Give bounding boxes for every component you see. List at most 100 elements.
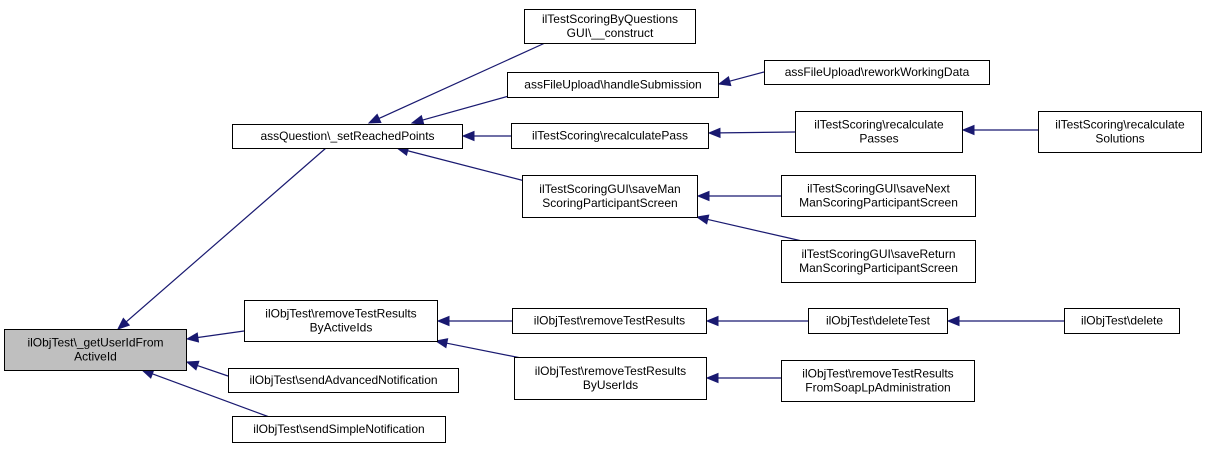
node-box [764, 60, 990, 85]
node-label: ScoringParticipantScreen [542, 196, 677, 210]
node-label: ilTestScoring\recalculate [1055, 118, 1185, 132]
node-label: ManScoringParticipantScreen [799, 196, 958, 210]
node-label: assFileUpload\handleSubmission [524, 78, 701, 92]
node-box [228, 368, 459, 393]
edges-layer [117, 42, 1064, 419]
node-label: ilObjTest\delete [1081, 314, 1163, 328]
arrowhead-icon [461, 130, 475, 142]
node-label: ilTestScoring\recalculate [814, 118, 944, 132]
edge-line [197, 330, 245, 339]
node-label: ilObjTest\sendAdvancedNotification [249, 373, 437, 387]
node-box [1038, 111, 1202, 153]
node-box [507, 72, 719, 98]
edge-delete-to-deleteTest [946, 315, 1064, 327]
node-box [781, 360, 975, 402]
node-box [512, 308, 707, 334]
edge-recalculatePasses-to-recalculatePass [707, 127, 796, 139]
node-handleSubmission[interactable]: assFileUpload\handleSubmission [507, 72, 719, 98]
node-box [522, 175, 698, 218]
node-recalculatePass[interactable]: ilTestScoring\recalculatePass [511, 123, 709, 149]
node-label: ilObjTest\removeTestResults [535, 364, 686, 378]
edge-line [407, 150, 526, 182]
node-box [781, 240, 976, 283]
node-label: assFileUpload\reworkWorkingData [785, 65, 970, 79]
arrowhead-icon [705, 372, 719, 384]
node-label: assQuestion\_setReachedPoints [260, 129, 434, 143]
node-sendSimpleNotification[interactable]: ilObjTest\sendSimpleNotification [232, 416, 446, 443]
node-box [808, 308, 948, 334]
node-label: ilTestScoringGUI\saveNext [807, 182, 950, 196]
node-saveReturnMan[interactable]: ilTestScoringGUI\saveReturnManScoringPar… [781, 240, 976, 283]
node-saveManScoring[interactable]: ilTestScoringGUI\saveManScoringParticipa… [522, 175, 698, 218]
edge-line [707, 218, 803, 242]
node-box [232, 124, 463, 149]
node-label: ilTestScoringByQuestions [542, 12, 678, 26]
node-box [511, 123, 709, 149]
edge-line [152, 373, 273, 419]
arrowhead-icon [434, 338, 449, 349]
edge-saveManScoring-to-setReachedPoints [395, 145, 526, 182]
edge-line [125, 147, 327, 323]
node-label: ByUserIds [583, 378, 638, 392]
node-sendAdvancedNotification[interactable]: ilObjTest\sendAdvancedNotification [228, 368, 459, 393]
node-label: ilTestScoringGUI\saveMan [539, 182, 680, 196]
node-deleteTest[interactable]: ilObjTest\deleteTest [808, 308, 948, 334]
node-box [244, 300, 438, 342]
node-setReachedPoints[interactable]: assQuestion\_setReachedPoints [232, 124, 463, 149]
arrowhead-icon [436, 315, 450, 327]
arrowhead-icon [696, 190, 710, 202]
node-delete[interactable]: ilObjTest\delete [1064, 308, 1180, 334]
edge-line [719, 131, 796, 134]
arrowhead-icon [117, 317, 131, 330]
node-label: ByActiveIds [310, 321, 373, 335]
edge-reworkWorkingData-to-handleSubmission [717, 71, 765, 87]
edge-recalculatePass-to-setReachedPoints [461, 130, 511, 142]
edge-setReachedPoints-to-root [117, 147, 327, 330]
node-label: GUI\__construct [567, 26, 654, 40]
node-label: ilObjTest\deleteTest [826, 314, 931, 328]
node-removeTestResults[interactable]: ilObjTest\removeTestResults [512, 308, 707, 334]
edge-removeTestResultsFromSoap-to-removeTestResultsByUserIds [705, 372, 781, 384]
edge-line [446, 342, 527, 360]
node-saveNextMan[interactable]: ilTestScoringGUI\saveNextManScoringParti… [781, 175, 976, 217]
edge-handleSubmission-to-setReachedPoints [410, 95, 510, 125]
edge-removeTestResultsByUserIds-to-removeTestResultsByActiveIds [434, 338, 527, 360]
arrowhead-icon [705, 315, 719, 327]
arrowhead-icon [946, 315, 960, 327]
arrowhead-icon [410, 114, 425, 125]
edge-removeTestResults-to-removeTestResultsByActiveIds [436, 315, 512, 327]
node-reworkWorkingData[interactable]: assFileUpload\reworkWorkingData [764, 60, 990, 85]
edge-saveReturnMan-to-saveManScoring [695, 214, 803, 242]
node-label: ilTestScoringGUI\saveReturn [801, 247, 955, 261]
node-label: ilObjTest\removeTestResults [534, 314, 685, 328]
arrowhead-icon [367, 113, 382, 124]
edge-recalculateSolutions-to-recalculatePasses [961, 124, 1038, 136]
node-box [232, 416, 446, 443]
node-label: Solutions [1095, 132, 1144, 146]
edge-removeTestResultsByActiveIds-to-root [185, 330, 245, 343]
node-box [1064, 308, 1180, 334]
node-box [795, 111, 963, 153]
edge-scoringByQuestionsConstruct-to-setReachedPoints [367, 42, 546, 124]
node-label: Passes [859, 132, 898, 146]
edge-line [422, 95, 510, 121]
node-label: FromSoapLpAdministration [805, 381, 950, 395]
node-label: ilObjTest\_getUserIdFrom [27, 336, 163, 350]
node-label: ManScoringParticipantScreen [799, 261, 958, 275]
node-label: ActiveId [74, 350, 117, 364]
edge-saveNextMan-to-saveManScoring [696, 190, 781, 202]
arrowhead-icon [695, 214, 710, 225]
node-box [514, 357, 707, 400]
arrowhead-icon [707, 127, 721, 139]
node-label: ilTestScoring\recalculatePass [532, 129, 688, 143]
node-removeTestResultsFromSoap[interactable]: ilObjTest\removeTestResultsFromSoapLpAdm… [781, 360, 975, 402]
edge-line [197, 364, 229, 377]
arrowhead-icon [185, 332, 200, 343]
